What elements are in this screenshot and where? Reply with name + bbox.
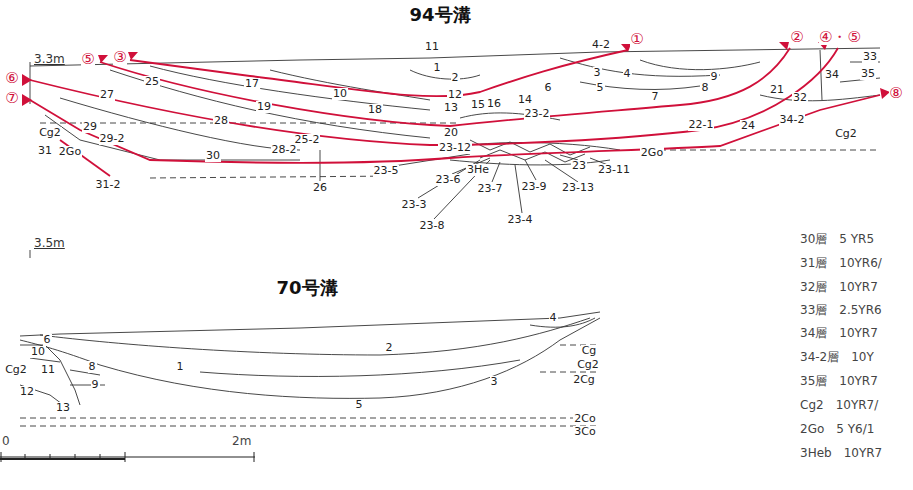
layer-number: 34 — [824, 69, 840, 81]
layer-number: 23 — [571, 160, 587, 172]
layer-number: 23-4 — [507, 214, 534, 226]
soil-color-note: 3Heb 10YR7 — [800, 447, 882, 460]
layer-number: 23-12 — [438, 142, 472, 154]
soil-color-note: 2Go 5 Y6/1 — [800, 423, 874, 436]
layer-number: 4-2 — [591, 39, 611, 51]
layer-number: 16 — [486, 98, 502, 110]
layer-number: 19 — [256, 101, 272, 113]
layer-number: 8 — [88, 361, 97, 373]
soil-color-note: 30層 5 YR5 — [800, 233, 874, 246]
layer-number: 31-2 — [95, 179, 122, 191]
layer-number: 2Go — [640, 147, 664, 159]
layer-number: Cg2 — [834, 128, 858, 140]
layer-number: 34-2 — [779, 114, 806, 126]
section-title: 70号溝 — [276, 278, 337, 298]
scale-label: 0 — [2, 435, 10, 448]
layer-number: Cg — [581, 345, 598, 357]
layer-number: 6 — [544, 82, 553, 94]
scale-label: 2m — [232, 435, 251, 448]
soil-color-note: 31層 10YR6/ — [800, 257, 882, 270]
layer-number: 5 — [596, 82, 605, 94]
section-title: 94号溝 — [409, 5, 470, 25]
elevation-label: 3.5m — [34, 237, 65, 250]
layer-number: 23-3 — [401, 199, 428, 211]
layer-number: 1 — [176, 361, 185, 373]
layer-number: 20 — [443, 127, 459, 139]
layer-number: 12 — [447, 89, 463, 101]
boundary-number: ⑥ — [5, 70, 18, 87]
layer-number: 26 — [312, 182, 328, 194]
boundary-number: ⑦ — [5, 90, 18, 107]
layer-number: 14 — [517, 94, 533, 106]
layer-number: 23-9 — [521, 181, 548, 193]
layer-number: 32 — [792, 92, 808, 104]
boundary-number: ② — [790, 29, 803, 46]
elevation-label: 3.3m — [34, 53, 65, 66]
layer-number: 28-2 — [271, 144, 298, 156]
layer-number: 9 — [710, 71, 719, 83]
layer-number: 33 — [862, 51, 878, 63]
layer-number: 23-2 — [524, 108, 551, 120]
boundary-number: ④・⑤ — [819, 29, 861, 46]
layer-number: 24 — [740, 120, 756, 132]
layer-number: 23-5 — [373, 165, 400, 177]
layer-number: 27 — [99, 89, 115, 101]
boundary-number: ① — [630, 31, 643, 48]
layer-number: 29-2 — [99, 133, 126, 145]
layer-number: 1 — [433, 62, 442, 74]
layer-number: 13 — [55, 402, 71, 414]
layer-number: 29 — [82, 121, 98, 133]
layer-number: 35 — [860, 68, 876, 80]
layer-number: 12 — [19, 386, 35, 398]
layer-number: 25 — [144, 76, 160, 88]
layer-number: 21 — [769, 84, 785, 96]
soil-color-note: 33層 2.5YR6 — [800, 304, 882, 317]
layer-number: 3 — [593, 67, 602, 79]
layer-number: 30 — [205, 150, 221, 162]
boundary-number: ⑤ — [81, 51, 94, 68]
layer-number: Cg2 — [38, 127, 62, 139]
layer-number: 25-2 — [294, 134, 321, 146]
soil-color-note: 35層 10YR7 — [800, 375, 878, 388]
layer-number: 8 — [701, 82, 710, 94]
layer-number: Cg2 — [4, 364, 28, 376]
layer-number: 6 — [43, 334, 52, 346]
layer-number: 4 — [623, 68, 632, 80]
soil-color-note: 34-2層 10Y — [800, 351, 874, 364]
layer-number: 5 — [355, 399, 364, 411]
soil-color-note: Cg2 10YR7/ — [800, 399, 878, 412]
layer-number: 22-1 — [688, 119, 715, 131]
layer-number: 23-11 — [597, 164, 631, 176]
layer-number: 31 — [37, 145, 53, 157]
layer-number: 4 — [549, 312, 558, 324]
layer-number: 2 — [385, 342, 394, 354]
soil-color-note: 34層 10YR7 — [800, 327, 878, 340]
layer-number: 11 — [40, 364, 56, 376]
boundary-number: ③ — [113, 49, 126, 66]
layer-number: 10 — [332, 88, 348, 100]
layer-number: 7 — [651, 91, 660, 103]
layer-number: 9 — [91, 379, 100, 391]
layer-number: 2Co — [573, 413, 596, 425]
layer-number: 13 — [443, 102, 459, 114]
layer-number: 23-6 — [435, 174, 462, 186]
layer-number: 15 — [470, 99, 486, 111]
layer-number: 28 — [213, 115, 229, 127]
layer-number: 3Co — [573, 426, 596, 438]
layer-number: 17 — [244, 78, 260, 90]
layer-number: Cg2 — [576, 359, 600, 371]
layer-number: 18 — [367, 104, 383, 116]
soil-color-note: 32層 10YR7 — [800, 281, 878, 294]
layer-number: 3He — [466, 164, 490, 176]
layer-number: 23-7 — [477, 183, 504, 195]
layer-number: 2 — [451, 72, 460, 84]
layer-number: 23-13 — [561, 182, 595, 194]
layer-number: 2Go — [58, 146, 82, 158]
layer-number: 23-8 — [419, 220, 446, 232]
layer-number: 11 — [424, 41, 440, 53]
layer-number: 2Cg — [572, 374, 596, 386]
boundary-number: ⑧ — [889, 85, 902, 102]
layer-number: 10 — [30, 346, 46, 358]
layer-number: 3 — [490, 376, 499, 388]
